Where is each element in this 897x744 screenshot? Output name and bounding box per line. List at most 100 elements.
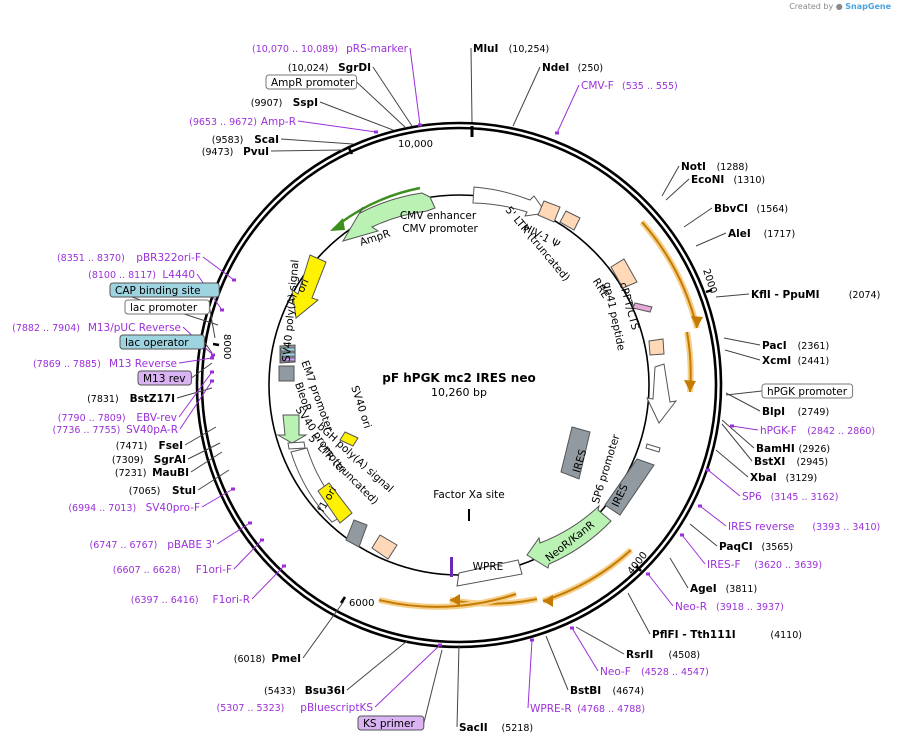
boxed-label-lac-promoter[interactable]: lac promoter [124,299,210,315]
enzyme-name-econi[interactable]: EcoNI [691,174,724,186]
primer-range-sv40pro-f: (6994 .. 7013) [68,503,136,514]
boxed-label-cap-binding-site[interactable]: CAP binding site [109,282,220,298]
enzyme-name-bstxi[interactable]: BstXI [754,456,785,468]
primer-name-pbluescriptks[interactable]: pBluescriptKS [300,702,373,714]
primer-mark-ires-reverse [698,504,702,508]
primer-name-sp6[interactable]: SP6 [742,491,762,503]
boxed-label-bg-lac-operator [119,334,205,350]
primer-name-neo-f[interactable]: Neo-F [600,666,631,678]
enzyme-name-pflfi-tth111i[interactable]: PflFI - Tth111I [652,629,736,641]
primer-name-ires-reverse[interactable]: IRES reverse [728,521,795,533]
enzyme-name-paci[interactable]: PacI [762,340,787,352]
enzyme-name-mlui[interactable]: MluI [473,43,498,55]
primer-name-f1ori-f[interactable]: F1ori-F [196,564,232,576]
boxed-label-bg-hpgk-promoter [761,383,854,399]
boxed-label-lac-operator[interactable]: lac operator [119,334,205,350]
primer-name-prs-marker[interactable]: pRS-marker [346,43,409,55]
primer-range-l4440: (8100 .. 8117) [88,270,156,281]
enzyme-name-fsei[interactable]: FseI [159,440,183,452]
primer-mark-ebv-rev [210,370,214,374]
boxed-label-text-lac-operator: lac operator [125,337,189,349]
primer-connector-ires-reverse [699,505,727,527]
enzyme-pos-alei: (1717) [764,229,796,240]
purple-small-mark [450,557,453,577]
enzyme-name-bstz17i[interactable]: BstZ17I [130,393,175,405]
boxed-label-ampr-promoter[interactable]: AmpR promoter [265,74,358,90]
enzyme-name-rsrii[interactable]: RsrII [626,649,653,661]
boxed-label-hpgk-promoter[interactable]: hPGK promoter [761,383,854,399]
primer-name-neo-r[interactable]: Neo-R [675,601,707,613]
primer-name-hpgk-f[interactable]: hPGK-F [760,425,797,437]
enzyme-connector-bamhi [721,419,755,449]
enzyme-pos-econi: (1310) [734,175,766,186]
enzyme-name-paqci[interactable]: PaqCI [719,541,753,553]
snapgene-logo-icon: ● [835,2,843,11]
primer-name-f1ori-r[interactable]: F1ori-R [213,594,250,606]
boxed-label-text-ampr-promoter: AmpR promoter [271,77,355,89]
sv40-polya-block-2 [278,365,295,382]
enzyme-connector-sspi [319,101,394,131]
enzyme-name-ndei[interactable]: NdeI [542,62,569,74]
primer-range-ires-reverse: (3393 .. 3410) [812,522,880,533]
primer-connector-sv40pa-r [179,380,213,430]
enzyme-name-sacii[interactable]: SacII [459,722,488,734]
enzyme-name-pmei[interactable]: PmeI [271,653,301,665]
enzyme-name-sgrai[interactable]: SgrAI [154,454,186,466]
primer-name-ebv-rev[interactable]: EBV-rev [136,412,177,424]
enzyme-name-bsu36i[interactable]: Bsu36I [305,685,345,697]
primer-mark-neo-f [570,626,574,630]
primer-name-pbabe-3[interactable]: pBABE 3' [167,539,215,551]
primer-name-m13-reverse[interactable]: M13 Reverse [109,358,177,370]
enzyme-pos-paqci: (3565) [762,542,794,553]
primer-name-sv40pro-f[interactable]: SV40pro-F [146,502,200,514]
tick-label-10000: 10,000 [398,139,433,150]
enzyme-name-pvui[interactable]: PvuI [243,146,269,158]
primer-name-m13-puc-reverse[interactable]: M13/pUC Reverse [88,322,181,334]
enzyme-name-sspi[interactable]: SspI [293,97,318,109]
enzyme-name-agei[interactable]: AgeI [690,583,717,595]
ires-block-outer [604,458,655,516]
enzyme-name-bamhi[interactable]: BamHI [756,443,795,455]
boxed-label-bg-ampr-promoter [265,74,358,90]
primer-name-cmv-f[interactable]: CMV-F [581,80,614,92]
enzyme-connector-sgrdi [372,66,413,127]
enzyme-name-stui[interactable]: StuI [172,485,196,497]
primer-name-wpre-r[interactable]: WPRE-R [530,703,572,715]
enzyme-name-alei[interactable]: AleI [728,228,751,240]
enzyme-connector-xcmi [724,349,761,361]
enzyme-name-bstbi[interactable]: BstBI [570,685,601,697]
enzyme-name-scai[interactable]: ScaI [254,134,279,146]
primer-name-ires-f[interactable]: IRES-F [707,559,741,571]
boxed-label-ks-primer[interactable]: KS primer [357,715,425,731]
enzyme-connector-mlui [470,47,473,123]
boxed-label-bg-ks-primer [357,715,425,731]
primer-mark-m13-reverse [210,356,214,360]
enzyme-name-sgrdi[interactable]: SgrDI [338,62,371,74]
snapgene-credit: Created by ● SnapGene [789,2,891,11]
primer-name-sv40pa-r[interactable]: SV40pA-R [126,424,178,436]
enzyme-name-maubi[interactable]: MauBI [152,467,189,479]
enzyme-name-bbvci[interactable]: BbvCI [714,203,748,215]
boxed-label-m13-rev[interactable]: M13 rev [137,370,192,386]
enzyme-name-blpi[interactable]: BlpI [762,406,785,418]
enzyme-connector-bstbi [545,635,569,691]
enzyme-pos-xcmi: (2441) [798,356,830,367]
primer-name-amp-r[interactable]: Amp-R [261,116,296,128]
primer-name-pbr322ori-f[interactable]: pBR322ori-F [136,252,201,264]
primer-name-l4440[interactable]: L4440 [162,269,195,281]
ampr-orf-arrowhead [330,218,345,231]
primer-range-ebv-rev: (7790 .. 7809) [58,413,126,424]
tick-4000 [635,565,642,572]
wpre-feature [456,559,523,587]
enzyme-name-xcmi[interactable]: XcmI [762,355,791,367]
feature-label-wpre: WPRE [473,561,504,573]
enzyme-name-xbai[interactable]: XbaI [750,472,777,484]
feature-label-5-ltr-truncated: 5' LTR (truncated) [503,204,572,284]
primer-mark-pbabe-3 [248,521,252,525]
boxed-connector-hpgk-promoter [725,390,763,396]
enzyme-name-kfli-ppumi[interactable]: KflI - PpuMI [751,289,820,301]
enzyme-name-noti[interactable]: NotI [681,161,706,173]
enzyme-pos-sgrdi: (10,024) [288,63,329,74]
enzyme-connector-bsu36i [346,640,408,691]
